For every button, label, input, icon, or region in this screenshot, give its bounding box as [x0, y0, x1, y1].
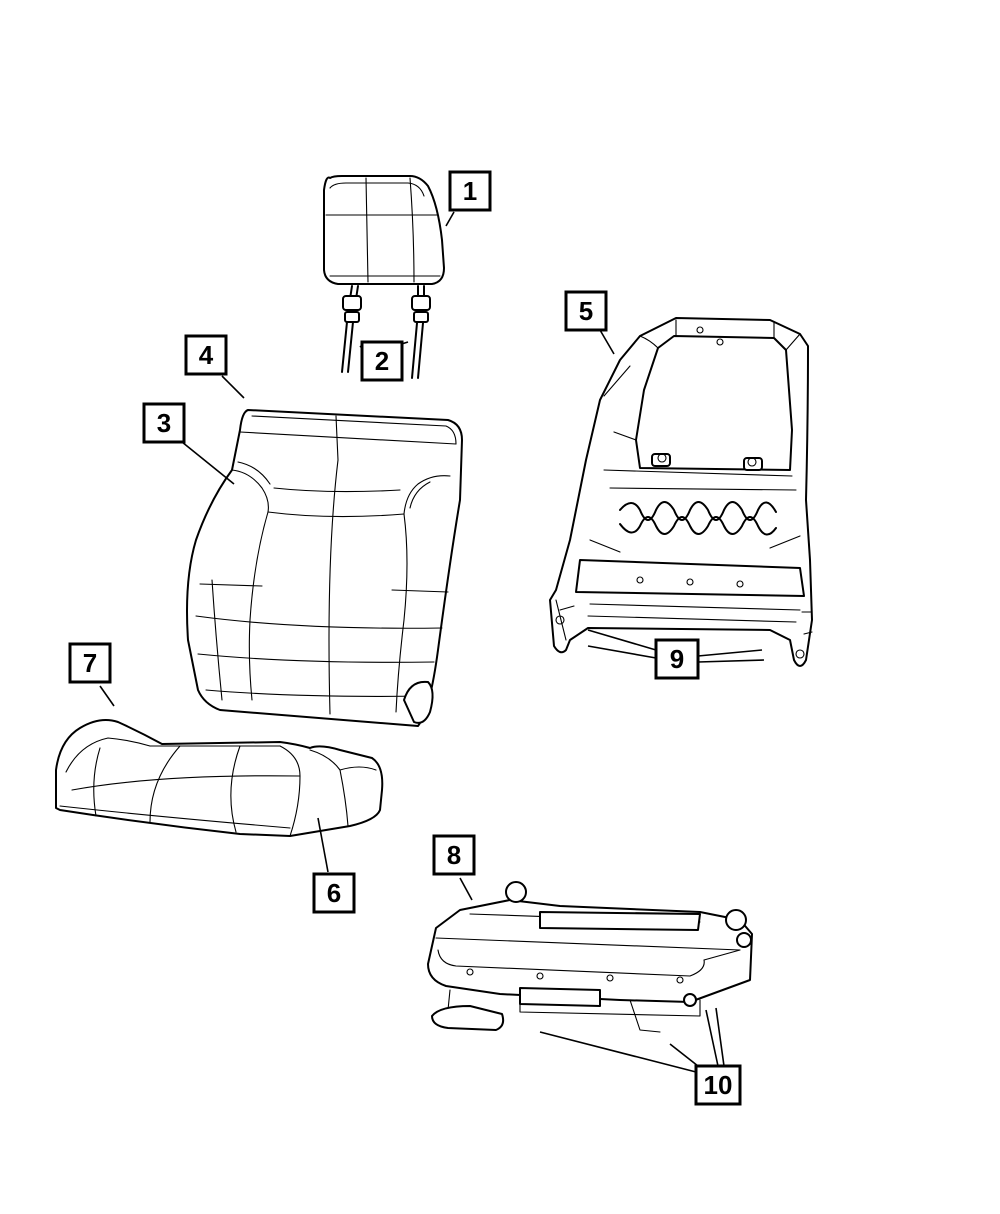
callout-10: 10 [694, 1064, 742, 1106]
callout-7-label: 7 [83, 648, 97, 678]
callout-5: 5 [564, 290, 608, 332]
callout-4-label: 4 [199, 340, 214, 370]
callout-1-label: 1 [463, 176, 477, 206]
callout-6-label: 6 [327, 878, 341, 908]
seat-adjuster-icon [427, 881, 753, 1033]
callout-4: 4 [184, 334, 228, 376]
seatback-frame-icon [549, 317, 813, 667]
callout-1: 1 [448, 170, 492, 212]
callout-3: 3 [142, 402, 186, 444]
headrest-icon [323, 175, 445, 285]
callout-10-label: 10 [704, 1070, 733, 1100]
callout-7: 7 [68, 642, 112, 684]
seatback-cushion-icon [186, 409, 463, 727]
callout-3-label: 3 [157, 408, 171, 438]
callout-8-label: 8 [447, 840, 461, 870]
callout-5-label: 5 [579, 296, 593, 326]
seat-cushion-foam-icon [55, 719, 384, 837]
callout-2-label: 2 [375, 346, 389, 376]
headrest-guide-icon [341, 285, 431, 379]
callout-8: 8 [432, 834, 476, 876]
leader-lines [99, 211, 765, 1073]
callout-6: 6 [312, 872, 356, 914]
callout-9-label: 9 [670, 644, 684, 674]
callout-2: 2 [360, 340, 404, 382]
callout-9: 9 [654, 638, 700, 680]
